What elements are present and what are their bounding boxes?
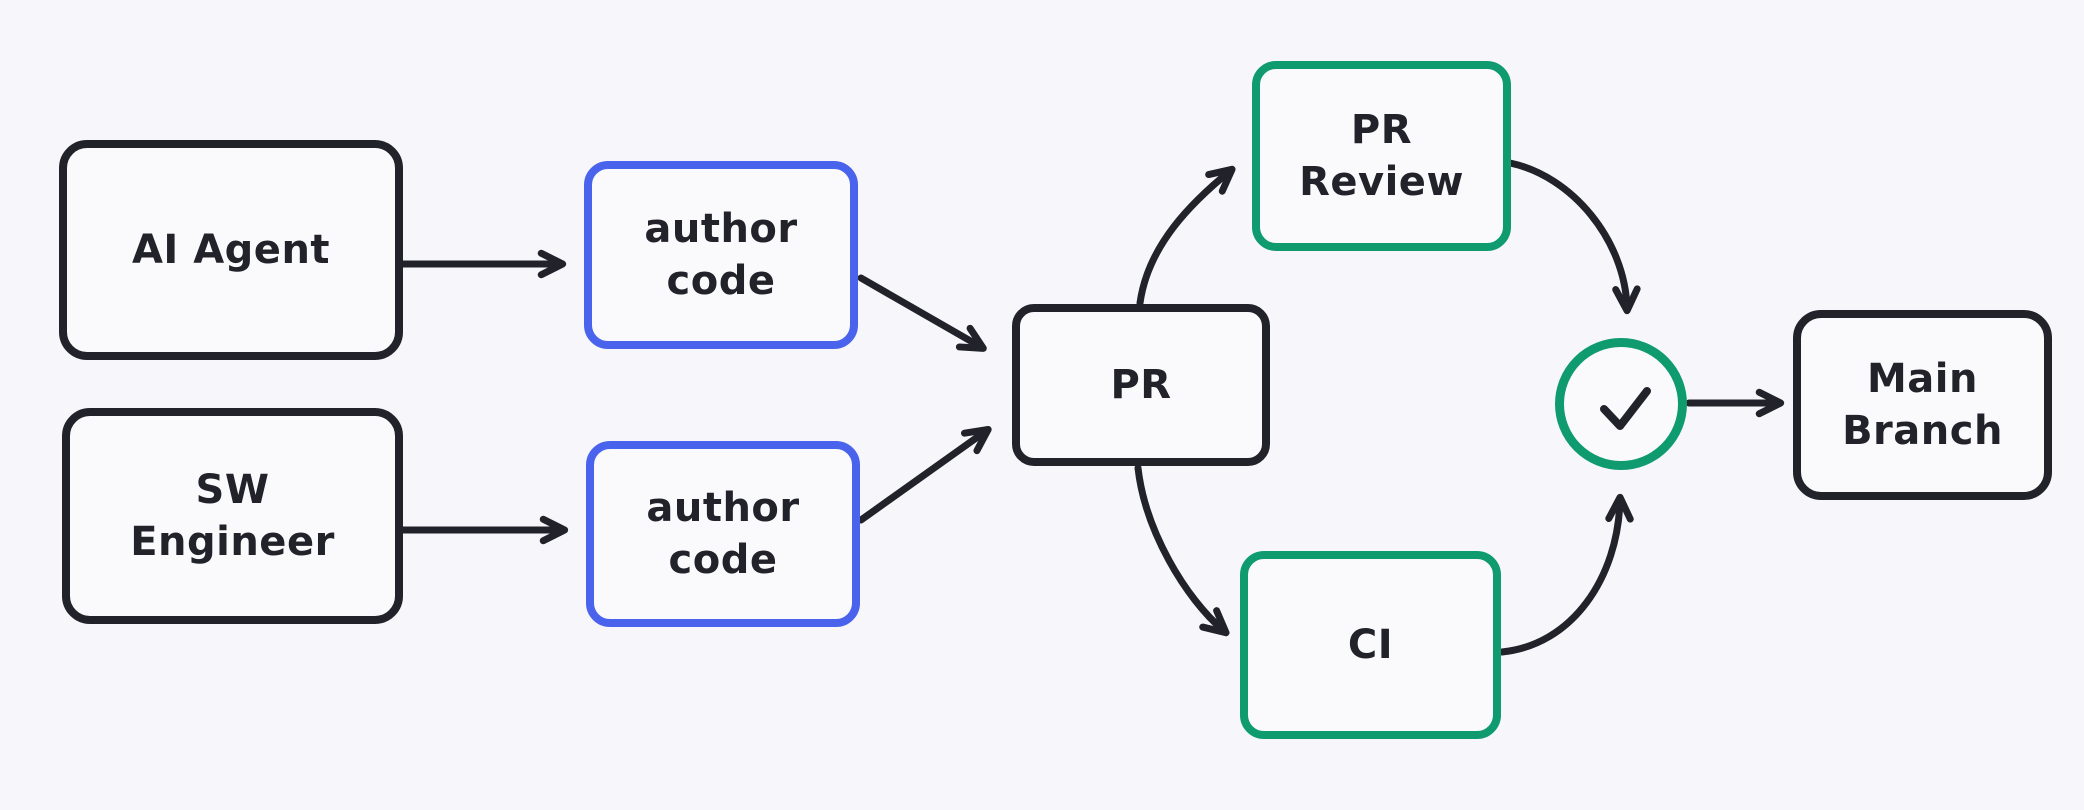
- node-sw-engineer-label: SW Engineer: [130, 467, 335, 565]
- node-main-branch-label: Main Branch: [1842, 356, 2003, 454]
- node-ci[interactable]: CI: [1240, 551, 1501, 739]
- arrow-pr-to-ci[interactable]: [1134, 464, 1230, 637]
- node-pr-label: PR: [1110, 362, 1172, 408]
- node-author-code-top[interactable]: author code: [584, 161, 858, 349]
- node-author-code-bottom-label: author code: [646, 485, 800, 583]
- arrow-author-code-bottom-to-pr[interactable]: [857, 425, 992, 524]
- node-pr[interactable]: PR: [1012, 304, 1270, 466]
- arrow-ci-to-check[interactable]: [1498, 493, 1634, 656]
- node-pr-review-label: PR Review: [1299, 107, 1464, 205]
- node-ci-label: CI: [1347, 622, 1394, 668]
- node-sw-engineer[interactable]: SW Engineer: [62, 408, 403, 624]
- arrow-author-code-top-to-pr[interactable]: [857, 274, 987, 352]
- node-ai-agent[interactable]: AI Agent: [59, 140, 403, 360]
- check-icon: [1600, 387, 1651, 430]
- node-check-circle[interactable]: [1555, 338, 1687, 470]
- node-ai-agent-label: AI Agent: [131, 227, 331, 273]
- node-pr-review[interactable]: PR Review: [1252, 61, 1511, 251]
- node-author-code-top-label: author code: [644, 206, 798, 304]
- node-main-branch[interactable]: Main Branch: [1793, 310, 2052, 500]
- arrow-pr-review-to-check[interactable]: [1506, 159, 1641, 315]
- node-author-code-bottom[interactable]: author code: [586, 441, 860, 627]
- arrow-pr-to-pr-review[interactable]: [1136, 165, 1236, 307]
